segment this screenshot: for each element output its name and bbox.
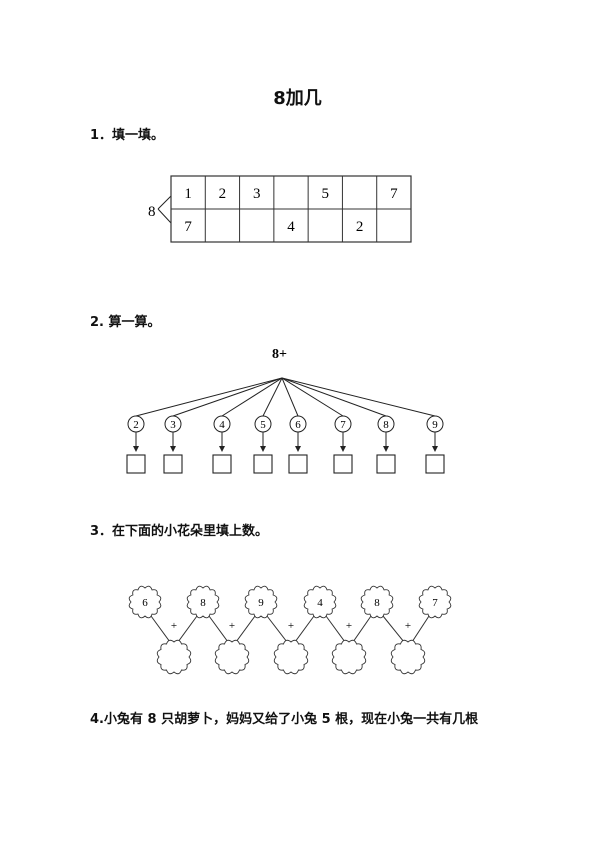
chain-link — [411, 615, 430, 643]
answer-box[interactable] — [376, 454, 396, 474]
tree-branch — [172, 377, 283, 417]
chain-link — [177, 615, 198, 643]
table-top-cell: 2 — [219, 186, 227, 202]
addend-number: 9 — [432, 419, 438, 431]
chain-link — [382, 615, 405, 643]
chain-link — [235, 615, 256, 643]
question-1-label: 1．填一填。 — [90, 128, 165, 143]
number-flower — [186, 585, 220, 619]
table-root-number: 8 — [148, 204, 156, 220]
answer-flower[interactable] — [156, 639, 192, 675]
number-flower — [244, 585, 278, 619]
answer-box[interactable] — [212, 454, 232, 474]
addend-number: 6 — [295, 419, 301, 431]
arrow-head — [133, 446, 139, 452]
addend-number: 5 — [260, 419, 266, 431]
chain-link — [208, 615, 229, 643]
addend-number: 3 — [170, 419, 176, 431]
number-flower — [360, 585, 394, 619]
tree-branch — [221, 377, 283, 417]
addend-number: 8 — [383, 419, 389, 431]
page-title: 8加几 — [273, 88, 322, 109]
arrow-head — [340, 446, 346, 452]
plus-sign: + — [405, 620, 411, 632]
arrow-head — [170, 446, 176, 452]
number-flower — [303, 585, 337, 619]
split-lines — [157, 195, 172, 224]
answer-box[interactable] — [333, 454, 353, 474]
flower-chain: + + + + + 6 8 9 4 8 7 — [128, 585, 452, 675]
fill-table: 8 1 2 3 5 7 7 4 2 — [148, 175, 412, 243]
tree-branch — [281, 377, 436, 417]
flower-number: 8 — [374, 597, 380, 609]
table-top-cell: 1 — [184, 186, 192, 202]
answer-box[interactable] — [163, 454, 183, 474]
plus-sign: + — [171, 620, 177, 632]
chain-link — [325, 615, 346, 643]
answer-flower[interactable] — [273, 639, 309, 675]
addend-number: 2 — [133, 419, 139, 431]
number-flower — [418, 585, 452, 619]
table-bottom-cell: 4 — [287, 219, 295, 235]
addend-number: 7 — [340, 419, 346, 431]
tree-branch — [135, 377, 283, 417]
flower-number: 7 — [432, 597, 438, 609]
answer-flower[interactable] — [331, 639, 367, 675]
flower-number: 6 — [142, 597, 148, 609]
plus-sign: + — [346, 620, 352, 632]
table-bottom-cell: 7 — [184, 219, 192, 235]
table-top-cell: 7 — [390, 186, 398, 202]
flower-number: 4 — [317, 597, 323, 609]
question-3-label: 3．在下面的小花朵里填上数。 — [90, 524, 269, 539]
flower-number: 9 — [258, 597, 264, 609]
answer-flower[interactable] — [390, 639, 426, 675]
tree-branch — [281, 377, 344, 417]
table-top-cell: 5 — [322, 186, 330, 202]
arrow-head — [432, 446, 438, 452]
table-bottom-cell: 2 — [356, 219, 364, 235]
number-flower — [128, 585, 162, 619]
tree-branch — [262, 377, 283, 417]
arrow-head — [295, 446, 301, 452]
tree-root-label: 8+ — [272, 347, 287, 362]
tree-branch — [281, 377, 299, 417]
question-4-label: 4.小兔有 8 只胡萝卜，妈妈又给了小兔 5 根，现在小兔一共有几根 — [90, 712, 479, 727]
answer-box[interactable] — [253, 454, 273, 474]
arrow-head — [260, 446, 266, 452]
answer-box[interactable] — [425, 454, 445, 474]
question-2-label: 2. 算一算。 — [90, 315, 161, 330]
chain-link — [352, 615, 372, 643]
answer-flower[interactable] — [214, 639, 250, 675]
tree-branch — [281, 377, 387, 417]
flower-number: 8 — [200, 597, 206, 609]
addition-tree: 8+ 2 3 4 5 6 7 8 9 — [126, 347, 445, 474]
plus-sign: + — [229, 620, 235, 632]
addend-number: 4 — [219, 419, 225, 431]
answer-box[interactable] — [288, 454, 308, 474]
arrow-head — [383, 446, 389, 452]
table-top-cell: 3 — [253, 186, 261, 202]
answer-box[interactable] — [126, 454, 146, 474]
chain-link — [294, 615, 315, 643]
chain-link — [266, 615, 288, 643]
arrow-head — [219, 446, 225, 452]
plus-sign: + — [288, 620, 294, 632]
chain-link — [150, 615, 171, 643]
